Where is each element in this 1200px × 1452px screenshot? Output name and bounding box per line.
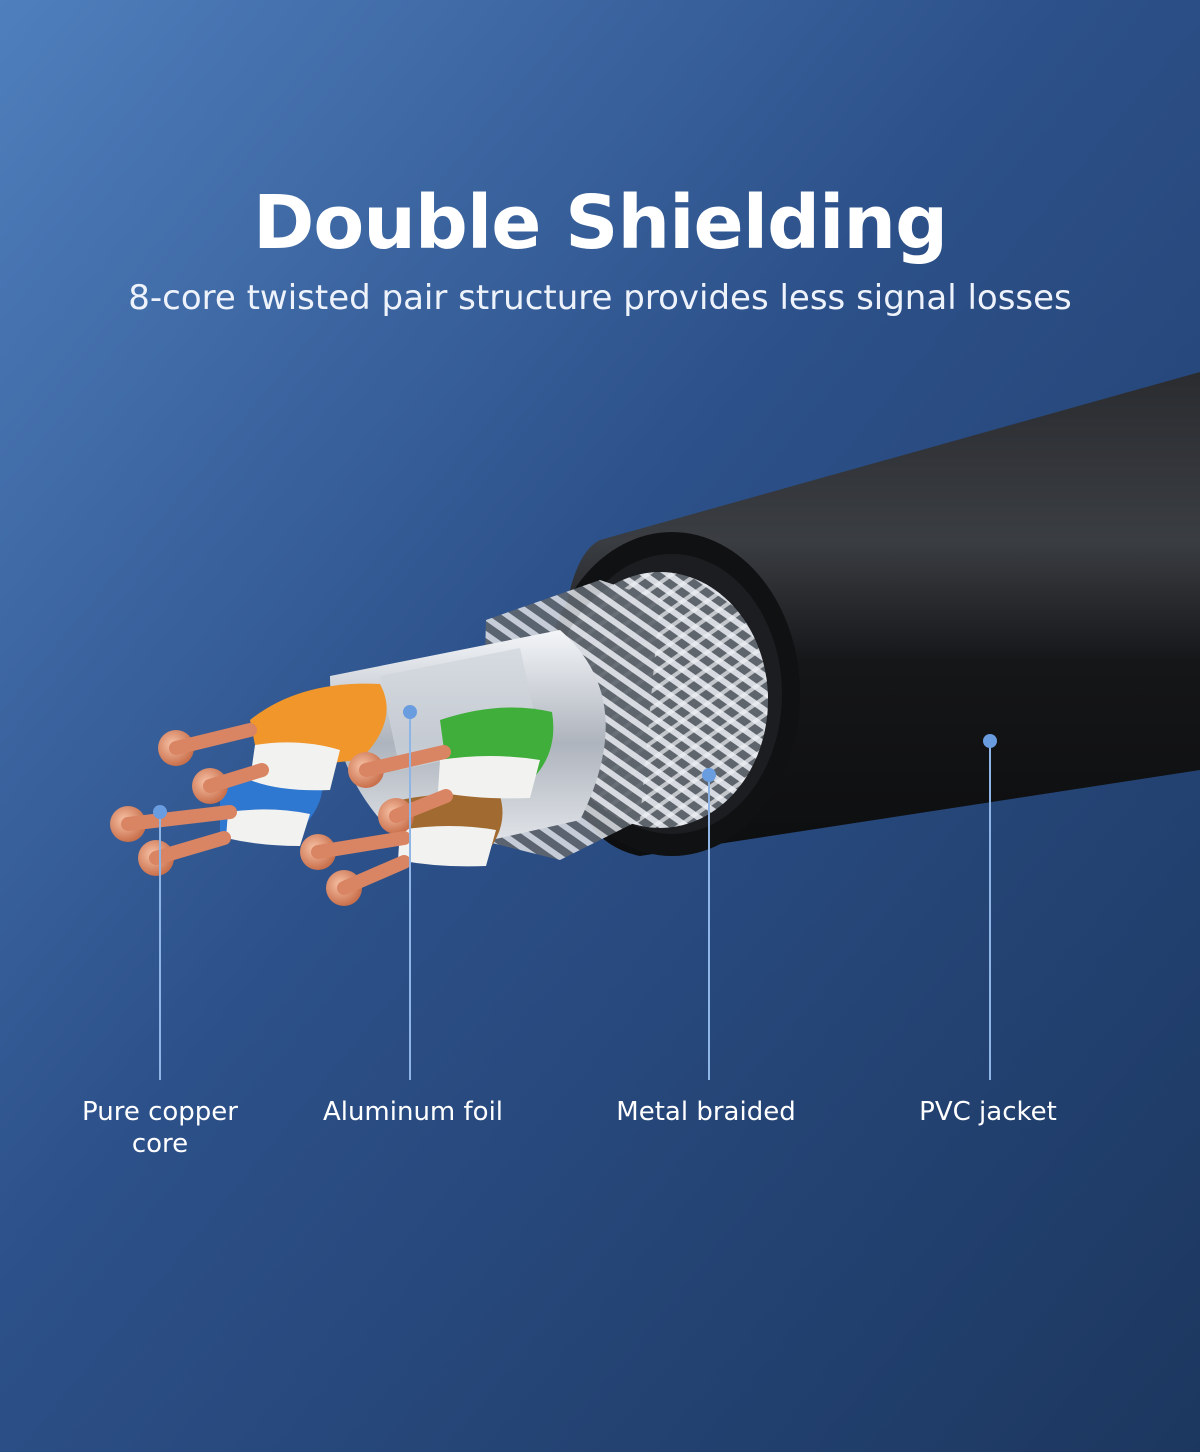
marker-dot-copper <box>153 805 167 819</box>
marker-dot-jacket <box>983 734 997 748</box>
callout-lines <box>153 705 997 1080</box>
twisted-pairs <box>220 683 554 867</box>
copper-core <box>110 723 453 906</box>
subheadline: 8-core twisted pair structure provides l… <box>128 278 1072 318</box>
label-aluminum-foil: Aluminum foil <box>322 1097 504 1127</box>
label-metal-braided: Metal braided <box>616 1097 796 1127</box>
marker-dot-braid <box>702 768 716 782</box>
marker-dot-foil <box>403 705 417 719</box>
headline: Double Shielding <box>252 180 948 266</box>
label-pure-copper-core: Pure copper core <box>82 1097 238 1159</box>
label-pvc-jacket: PVC jacket <box>919 1097 1057 1127</box>
